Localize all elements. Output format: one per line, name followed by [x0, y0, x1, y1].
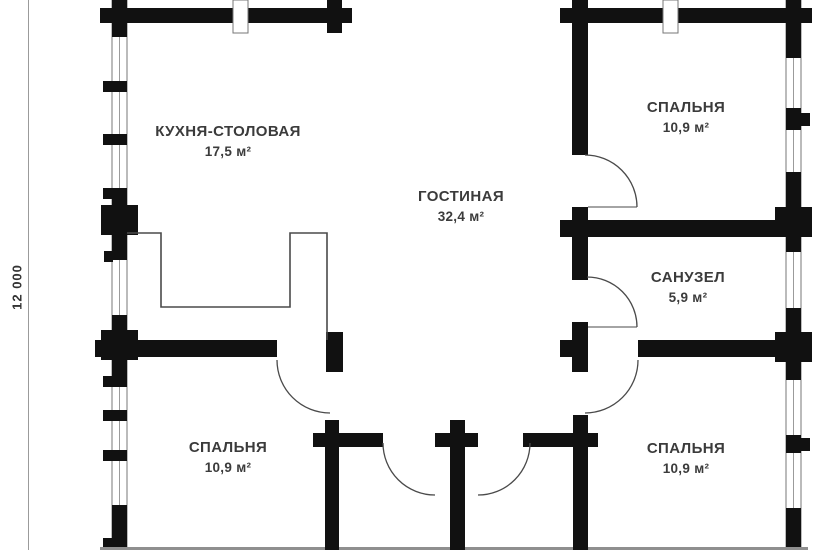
room-label-bedroom-bottom-left: СПАЛЬНЯ 10,9 м² — [189, 439, 267, 476]
right-wall — [775, 0, 812, 550]
room-name: ГОСТИНАЯ — [417, 188, 505, 205]
kitchen-partition — [127, 232, 328, 340]
room-area: 5,9 м² — [668, 290, 708, 305]
room-label-bathroom: САНУЗЕЛ 5,9 м² — [651, 269, 725, 306]
vestibule-left-wall — [325, 420, 339, 550]
door-arc-entry-left — [382, 442, 436, 496]
door-arc-top-bedroom — [584, 154, 638, 208]
room-label-kitchen-dining: КУХНЯ-СТОЛОВАЯ 17,5 м² — [155, 123, 301, 160]
vestibule-bar-right — [523, 433, 598, 447]
room-area: 10,9 м² — [662, 461, 710, 476]
top-wall — [100, 0, 812, 34]
room-name: СПАЛЬНЯ — [646, 440, 726, 457]
room-label-living-room: ГОСТИНАЯ 32,4 м² — [418, 188, 504, 225]
vestibule-right-wall — [573, 415, 588, 550]
door-pillar — [326, 332, 343, 372]
room-name: СПАЛЬНЯ — [188, 439, 268, 456]
wall-kitchen-bedroom — [95, 340, 277, 357]
room-name: КУХНЯ-СТОЛОВАЯ — [155, 123, 301, 140]
vestibule-bar-left — [313, 433, 383, 447]
wall-post — [662, 0, 679, 34]
vestibule-center-wall — [450, 420, 465, 550]
door-arcs — [276, 154, 639, 496]
door-arc-bottom-right-bedroom — [584, 359, 639, 414]
room-label-bedroom-top-right: СПАЛЬНЯ 10,9 м² — [647, 99, 725, 136]
vestibule-bar-center — [435, 433, 478, 447]
dimension-label: 12 000 — [9, 264, 25, 310]
wall-post — [232, 0, 249, 34]
room-area: 10,9 м² — [662, 120, 710, 135]
interior-walls — [95, 0, 808, 550]
wall-living-right — [572, 0, 588, 155]
room-name: САНУЗЕЛ — [650, 269, 726, 286]
room-label-bedroom-bottom-right: СПАЛЬНЯ 10,9 м² — [647, 440, 725, 477]
door-arc-entry-right — [477, 442, 531, 496]
door-arc-bottom-left-bedroom — [276, 359, 331, 414]
door-arc-bathroom — [586, 276, 638, 328]
room-name: СПАЛЬНЯ — [646, 99, 726, 116]
wall-bathroom-bedroom — [638, 340, 808, 357]
room-area: 10,9 м² — [204, 460, 252, 475]
room-area: 32,4 м² — [437, 209, 485, 224]
room-area: 17,5 м² — [204, 144, 252, 159]
log-cross — [101, 205, 138, 235]
wall-bedroom-bathroom — [560, 220, 808, 237]
wall-living-right — [572, 322, 588, 372]
left-wall — [101, 0, 138, 550]
wall-living-right — [572, 207, 588, 280]
